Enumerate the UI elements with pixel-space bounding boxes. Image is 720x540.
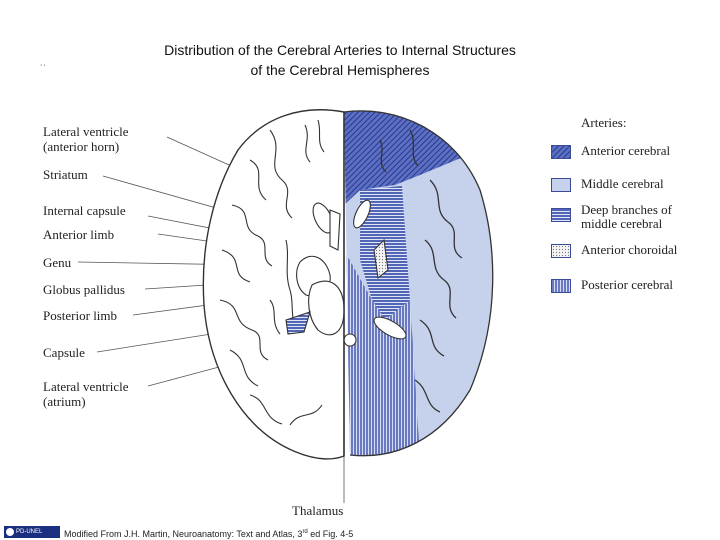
title-line-1: Distribution of the Cerebral Arteries to… — [164, 42, 516, 58]
right-hemisphere — [344, 110, 493, 456]
swatch-anterior-cerebral — [551, 145, 571, 159]
right-ventricle-atrium — [373, 316, 407, 340]
right-choroidal — [373, 238, 389, 280]
legend-label: Anterior choroidal — [581, 242, 678, 257]
publisher-logo: PD-UNEL — [4, 526, 60, 538]
label-lateral-ventricle-atrium: Lateral ventricle (atrium) — [43, 379, 129, 409]
logo-text: PD-UNEL — [16, 529, 43, 535]
left-thalamus — [308, 280, 345, 336]
legend-label: Deep branches of middle cerebral — [581, 202, 672, 231]
source-credit: Modified From J.H. Martin, Neuroanatomy:… — [64, 529, 354, 539]
legend-label: Anterior cerebral — [581, 143, 671, 158]
label-striatum: Striatum — [43, 167, 88, 182]
left-gyri — [219, 119, 325, 426]
label-posterior-limb: Posterior limb — [43, 308, 118, 323]
swatch-posterior-cerebral — [551, 279, 571, 293]
left-atrium — [285, 311, 311, 335]
label-anterior-limb: Anterior limb — [43, 227, 115, 242]
label-lateral-ventricle-anterior: Lateral ventricle (anterior horn) — [43, 124, 129, 154]
right-internal — [343, 199, 407, 347]
left-ventricle-anterior — [329, 209, 341, 251]
right-small-circle — [343, 333, 357, 347]
page-title: Distribution of the Cerebral Arteries to… — [100, 40, 580, 80]
swatch-deep-branches — [551, 208, 571, 222]
right-caudate — [353, 199, 371, 229]
label-internal-capsule: Internal capsule — [43, 203, 126, 218]
right-hemisphere-lines — [343, 110, 494, 457]
footer: PD-UNEL Modified From J.H. Martin, Neuro… — [0, 524, 720, 540]
legend-title: Arteries: — [581, 115, 627, 130]
label-globus-pallidus: Globus pallidus — [43, 282, 125, 297]
swatch-middle-cerebral — [551, 178, 571, 192]
left-hemisphere — [202, 109, 345, 460]
legend-label: Middle cerebral — [581, 176, 664, 191]
right-hemisphere-outline — [343, 110, 494, 457]
swatch-anterior-choroidal — [551, 244, 571, 258]
left-internal — [285, 202, 345, 336]
logo-mark-icon — [6, 528, 14, 536]
legend-label: Posterior cerebral — [581, 277, 674, 292]
left-hemisphere-outline — [202, 109, 345, 460]
label-thalamus: Thalamus — [292, 503, 344, 518]
title-line-2: of the Cerebral Hemispheres — [250, 62, 430, 78]
label-genu: Genu — [43, 255, 72, 270]
label-capsule: Capsule — [43, 345, 85, 360]
territory-posterior-cerebral — [344, 250, 420, 456]
stray-mark: ˙˙ — [40, 64, 47, 75]
